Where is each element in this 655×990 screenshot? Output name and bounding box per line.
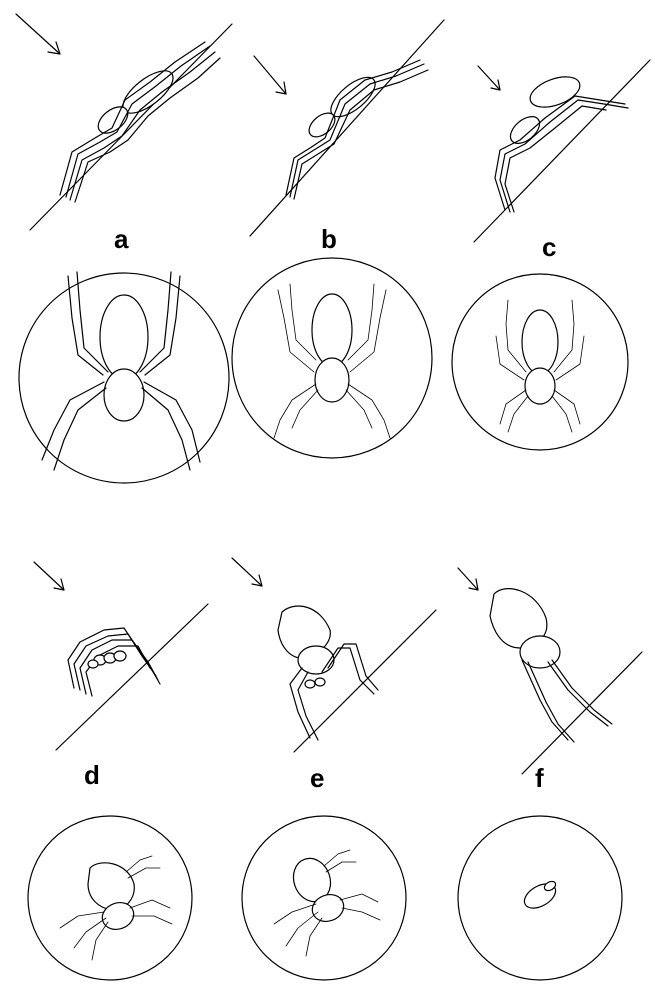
panel-c-abdomen	[526, 71, 584, 113]
panel-b-label: b	[321, 226, 337, 252]
panel-b-top-cephalothorax	[315, 358, 349, 402]
panel-f-side-view	[458, 568, 642, 774]
panel-d-top-view	[28, 816, 192, 980]
panel-f-top-view	[458, 816, 622, 980]
panel-e-side-view	[232, 558, 436, 752]
panel-d-substrate-line	[56, 604, 208, 750]
panel-c-top-abdomen	[522, 310, 558, 374]
panel-f-substrate-line	[522, 652, 642, 774]
panel-a-top-view	[19, 272, 229, 483]
panel-e-arrow-icon	[232, 558, 262, 586]
panel-b-arrow-icon	[254, 56, 286, 94]
panel-d-arrow-icon	[34, 562, 64, 590]
panel-c-arrow-icon	[478, 66, 500, 90]
panel-a-arrow-icon	[16, 14, 60, 54]
panel-c-cephalothorax	[506, 111, 545, 148]
panel-d-side-view	[34, 562, 208, 750]
panel-c-side-view	[474, 60, 650, 242]
panel-f-arrow-icon	[458, 568, 478, 590]
panel-b-substrate-line	[250, 20, 444, 236]
panel-e-label: e	[310, 765, 324, 791]
panel-e-cephalothorax	[298, 646, 334, 674]
panel-c-label: c	[542, 234, 556, 260]
panel-c-top-cephalothorax	[525, 368, 555, 404]
panel-e-top-view	[242, 816, 406, 980]
panel-a-top-abdomen	[100, 295, 148, 379]
panel-b-top-abdomen	[312, 294, 352, 366]
panel-d-chelicerae	[88, 651, 126, 668]
panel-d-top-abdomen	[88, 863, 134, 910]
panel-e-chelicerae	[305, 678, 325, 688]
panel-a-substrate-line	[30, 24, 232, 230]
panel-a-top-cephalothorax	[104, 369, 144, 421]
panel-a-legs	[60, 42, 220, 202]
panel-b-side-view	[250, 20, 444, 236]
panel-f-label: f	[535, 765, 544, 791]
panel-a-side-view	[16, 14, 232, 230]
panel-c-top-view	[452, 274, 628, 450]
panel-f-legs	[522, 660, 612, 742]
panel-a-label: a	[114, 226, 128, 252]
panel-b-top-view	[232, 258, 432, 458]
panel-d-label: d	[84, 762, 100, 788]
panel-c-legs	[495, 96, 628, 212]
